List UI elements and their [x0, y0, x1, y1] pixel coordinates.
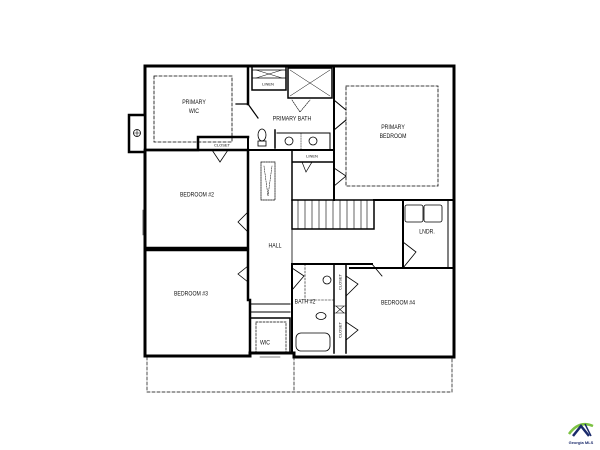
house-swoosh-icon [567, 423, 594, 437]
room-label-primary-bedroom: PRIMARY BEDROOM [379, 124, 407, 140]
label-linen-2: LINEN [306, 153, 318, 159]
georgia-mls-logo: Georgia MLS [563, 418, 599, 446]
room-label-laundry: LNDR. [419, 228, 435, 236]
room-label-primary-wic: PRIMARY WIC [182, 99, 206, 115]
label-linen-1: LINEN [262, 81, 274, 87]
room-label-primary-bath: PRIMARY BATH [272, 115, 312, 123]
room-label-hall: HALL [268, 242, 282, 250]
room-label-bedroom-4: BEDROOM #4 [380, 299, 416, 307]
label-closet-2: CLOSET [337, 273, 343, 291]
logo-text: Georgia MLS [568, 440, 594, 445]
room-label-bedroom-2: BEDROOM #2 [179, 191, 215, 199]
room-label-wic: WIC [259, 339, 271, 347]
room-label-bath-2: BATH #2 [294, 298, 316, 306]
room-label-bedroom-3: BEDROOM #3 [173, 290, 209, 298]
label-closet-3: CLOSET [337, 321, 343, 339]
exterior-wall [143, 64, 456, 359]
label-closet-1: CLOSET [213, 142, 231, 148]
